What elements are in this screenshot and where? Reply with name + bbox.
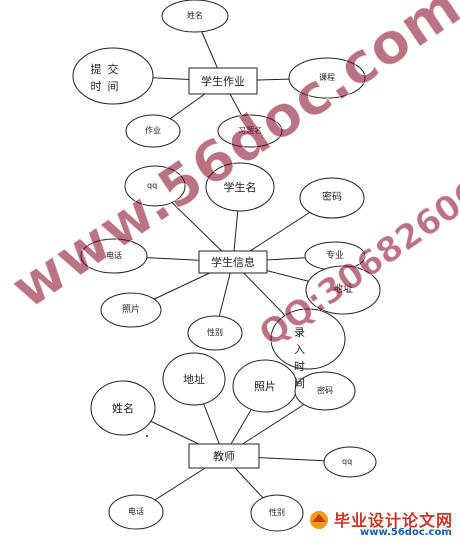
attribute-label: 地址 (183, 372, 205, 386)
attribute-label: 提交时间 (90, 62, 125, 93)
attribute-label: 专业 (326, 250, 345, 261)
attribute-label: 姓名 (112, 401, 134, 415)
attribute-ellipse (72, 47, 154, 105)
attribute-ellipse (250, 494, 304, 532)
site-logo: 毕业设计论文网 www.56doc.com (300, 505, 460, 544)
attribute-ellipse (205, 162, 275, 212)
attribute-ellipse (270, 308, 346, 370)
attribute-label: qq (342, 457, 353, 466)
attribute-label: 性别 (269, 508, 285, 517)
attribute-ellipse (323, 446, 377, 478)
attribute-ellipse (187, 315, 243, 351)
logo-icon (310, 511, 328, 529)
entity-label: 学生信息 (211, 255, 255, 269)
stray-mark (146, 435, 148, 437)
entity-box (198, 250, 268, 274)
attribute-ellipse (294, 371, 356, 411)
attribute-label: 照片 (122, 304, 141, 315)
attribute-ellipse (305, 265, 381, 315)
attribute-label: qq (147, 181, 158, 190)
attribute-ellipse (125, 114, 181, 148)
attribute-label: 照片 (254, 379, 276, 393)
attribute-label: 密码 (317, 386, 333, 395)
attribute-ellipse (161, 0, 229, 33)
entity-label: 教师 (213, 449, 235, 463)
attribute-ellipse (124, 165, 186, 207)
attribute-label: 习题名 (238, 126, 262, 135)
attribute-label: 姓名 (187, 11, 203, 20)
entity-box (188, 443, 260, 469)
attribute-label: 电话 (106, 251, 122, 260)
entity-box (188, 67, 258, 95)
attribute-ellipse (162, 352, 226, 406)
attribute-label: 电话 (128, 507, 144, 516)
attribute-label: 作业 (145, 126, 161, 135)
attribute-ellipse (108, 494, 164, 530)
attribute-ellipse (80, 238, 148, 274)
attribute-ellipse (100, 292, 162, 328)
attribute-ellipse (217, 114, 283, 148)
attribute-label: 密码 (322, 192, 342, 203)
attribute-label: 课程 (319, 73, 335, 82)
attribute-label: 地址 (333, 284, 353, 295)
logo-url: www.56doc.com (360, 527, 452, 538)
logo-text: 毕业设计论文网 (334, 511, 454, 530)
attribute-label: 录入时间 (294, 325, 311, 390)
attribute-label: 学生名 (223, 180, 257, 194)
attribute-ellipse (288, 57, 366, 99)
attribute-label: 性别 (207, 328, 223, 337)
attribute-ellipse (90, 380, 156, 436)
entity-label: 学生作业 (201, 74, 245, 88)
attribute-ellipse (299, 177, 365, 219)
